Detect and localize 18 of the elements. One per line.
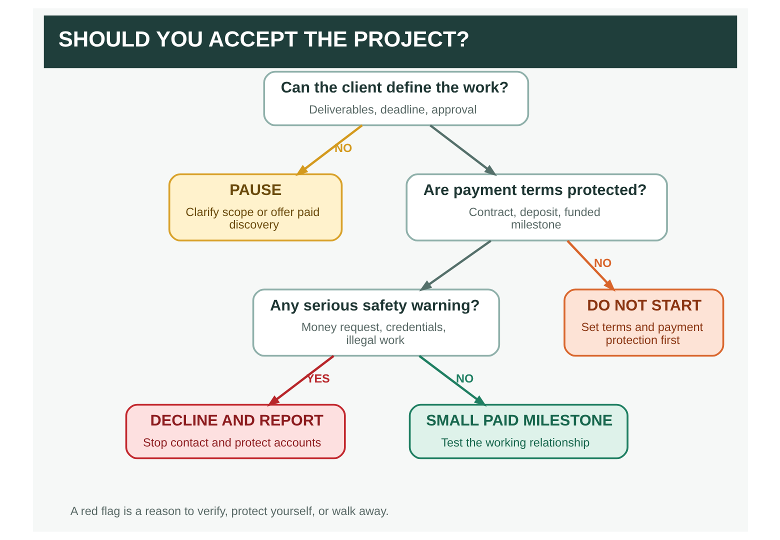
edge-label: NO: [456, 372, 474, 386]
node-box: Can the client define the work? Deliverables, deadline, approval: [262, 70, 529, 126]
node-box: PAUSE Clarify scope or offer paid discovery: [168, 173, 342, 242]
node-box: Are payment terms protected? Contract, deposit, funded milestone: [405, 173, 668, 242]
diagram-title: SHOULD YOU ACCEPT THE PROJECT?: [58, 26, 470, 52]
edge-label: NO: [593, 257, 612, 270]
edge-label: YES: [306, 372, 330, 386]
arrow: [294, 124, 362, 176]
node-box: DO NOT START Set terms and payment protection first: [563, 288, 724, 357]
node-box: DECLINE AND REPORT Stop contact and protect accounts: [124, 404, 346, 460]
arrow: [566, 240, 616, 292]
arrow: [429, 124, 496, 176]
arrow: [418, 240, 491, 292]
node-box: Any serious safety warning? Money request, credentials, illegal work: [252, 288, 500, 357]
arrow: [266, 355, 334, 407]
arrow: [418, 355, 486, 407]
node-box: SMALL PAID MILESTONE Test the working relationship: [408, 404, 628, 460]
caption: A red flag is a reason to verify, protect yourself, or walk away.: [70, 504, 388, 518]
